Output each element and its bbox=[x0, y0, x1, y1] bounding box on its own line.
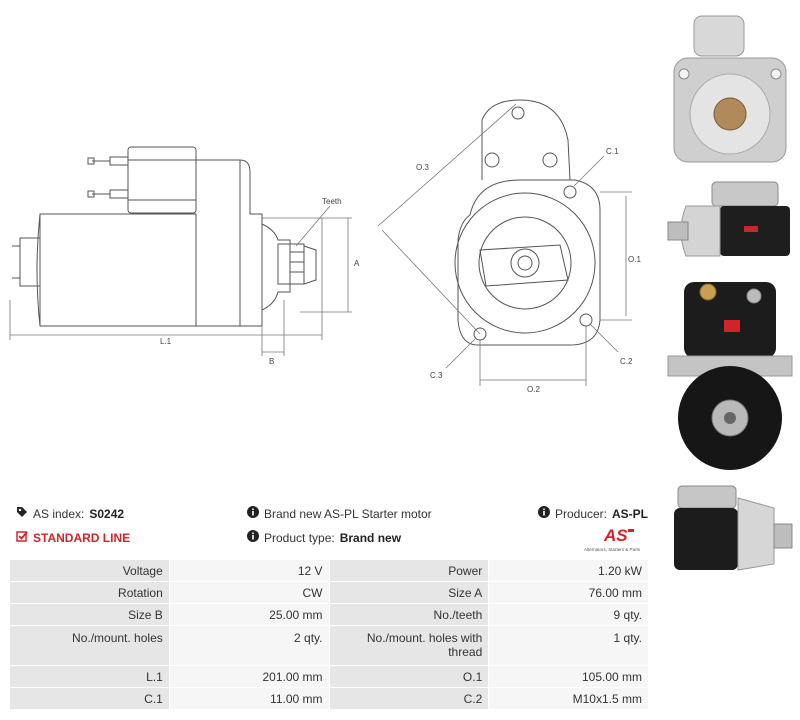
spec-value: 25.00 mm bbox=[168, 603, 330, 626]
product-photos bbox=[660, 0, 800, 590]
spec-value: 201.00 mm bbox=[168, 665, 330, 688]
producer: Producer: AS-PL bbox=[537, 506, 648, 521]
spec-row: No./mount. holes 2 qty. No./mount. holes… bbox=[9, 625, 649, 666]
product-photo-side[interactable] bbox=[664, 176, 796, 268]
spec-value: 1.20 kW bbox=[488, 559, 649, 582]
spec-row: L.1 201.00 mm O.1 105.00 mm bbox=[9, 665, 649, 688]
product-type-value: Brand new bbox=[339, 530, 402, 545]
product-photo-front[interactable] bbox=[664, 8, 796, 170]
spec-label: Size B bbox=[9, 603, 170, 626]
spec-row: Rotation CW Size A 76.00 mm bbox=[9, 581, 649, 604]
spec-value: 1 qty. bbox=[488, 625, 649, 666]
product-info: AS index: S0242 STANDARD LINE Brand new … bbox=[0, 500, 660, 558]
label-o2: O.2 bbox=[527, 385, 540, 394]
product-photo-rear[interactable] bbox=[664, 276, 796, 472]
info-icon bbox=[537, 506, 550, 521]
tag-icon bbox=[16, 506, 28, 521]
spec-value: 2 qty. bbox=[168, 625, 330, 666]
spec-label: No./teeth bbox=[328, 603, 490, 626]
spec-value: 12 V bbox=[168, 559, 330, 582]
spec-value: 9 qty. bbox=[488, 603, 649, 626]
spec-label: Size A bbox=[328, 581, 490, 604]
checkbox-check-icon bbox=[16, 530, 28, 545]
label-b: B bbox=[269, 357, 274, 366]
spec-table: Voltage 12 V Power 1.20 kW Rotation CW S… bbox=[9, 559, 649, 710]
product-type-label: Product type: bbox=[264, 530, 335, 545]
label-a: A bbox=[354, 259, 360, 268]
spec-value: CW bbox=[168, 581, 330, 604]
as-index-label: AS index: bbox=[33, 506, 85, 521]
spec-row: C.1 11.00 mm C.2 M10x1.5 mm bbox=[9, 687, 649, 710]
spec-label: Rotation bbox=[9, 581, 170, 604]
spec-value: 11.00 mm bbox=[168, 687, 330, 710]
label-teeth: Teeth bbox=[322, 197, 342, 206]
label-l1: L.1 bbox=[160, 337, 172, 346]
logo-tagline: Alternators, Starters & Parts bbox=[584, 547, 641, 552]
spec-label: Voltage bbox=[9, 559, 170, 582]
spec-value: M10x1.5 mm bbox=[488, 687, 649, 710]
spec-row: Voltage 12 V Power 1.20 kW bbox=[9, 559, 649, 582]
label-o1: O.1 bbox=[628, 255, 641, 264]
product-type: Product type: Brand new bbox=[247, 530, 401, 545]
description-text: Brand new AS-PL Starter motor bbox=[264, 506, 432, 521]
spec-label: No./mount. holes bbox=[9, 625, 170, 666]
spec-value: 105.00 mm bbox=[488, 665, 649, 688]
side-view bbox=[12, 146, 317, 327]
as-index: AS index: S0242 bbox=[16, 506, 124, 521]
label-c2: C.2 bbox=[620, 357, 633, 366]
spec-label: No./mount. holes with thread bbox=[328, 625, 490, 666]
producer-label: Producer: bbox=[554, 506, 607, 521]
description: Brand new AS-PL Starter motor bbox=[247, 506, 432, 521]
label-o3: O.3 bbox=[416, 163, 429, 172]
spec-label: C.1 bbox=[9, 687, 170, 710]
label-c1: C.1 bbox=[606, 147, 619, 156]
spec-label: L.1 bbox=[9, 665, 170, 688]
info-icon bbox=[247, 530, 259, 545]
spec-label: Power bbox=[328, 559, 490, 582]
technical-drawing: Teeth A B L.1 O.3 C.1 O.1 C.2 C.3 O.2 bbox=[9, 99, 641, 394]
spec-row: Size B 25.00 mm No./teeth 9 qty. bbox=[9, 603, 649, 626]
as-index-value: S0242 bbox=[89, 506, 125, 521]
spec-value: 76.00 mm bbox=[488, 581, 649, 604]
producer-value: AS-PL bbox=[612, 506, 648, 521]
spec-label: C.2 bbox=[328, 687, 490, 710]
logo-text: AS bbox=[603, 526, 628, 545]
standard-line: STANDARD LINE bbox=[16, 530, 130, 545]
label-c3: C.3 bbox=[430, 371, 443, 380]
producer-logo: AS Alternators, Starters & Parts bbox=[584, 524, 648, 554]
spec-label: O.1 bbox=[328, 665, 490, 688]
standard-line-label: STANDARD LINE bbox=[33, 530, 131, 545]
product-photo-angled[interactable] bbox=[664, 478, 796, 578]
front-view bbox=[454, 99, 601, 346]
info-icon bbox=[247, 506, 259, 521]
